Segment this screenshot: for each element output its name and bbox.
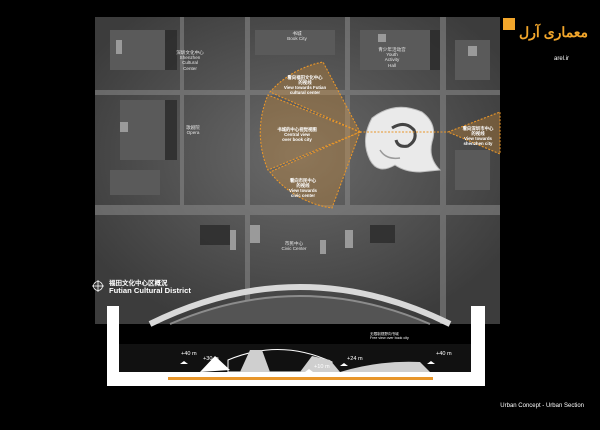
label-youth-hall: 青少年活动宫 Youth Activity Hall bbox=[378, 47, 406, 68]
view-cone-futian bbox=[269, 61, 362, 134]
label-civic-center: 市民中心 Civic Center bbox=[281, 241, 307, 252]
building-shadows bbox=[165, 30, 440, 245]
view-cones bbox=[259, 61, 501, 209]
building-blocks bbox=[110, 30, 490, 195]
section-building-3 bbox=[300, 356, 340, 372]
road-grid bbox=[95, 17, 500, 324]
height-label-30: +30 m bbox=[203, 356, 219, 362]
section-tower-right bbox=[471, 306, 485, 386]
civic-center-inner-arc bbox=[169, 295, 431, 325]
label-opera: 歌剧院 Opera bbox=[186, 125, 200, 136]
label-view-futian: 看向福田文化中心 的视线 View towards Futian cultura… bbox=[283, 75, 327, 95]
logo-text: معماری آرل bbox=[519, 24, 589, 40]
section-building-1 bbox=[200, 356, 230, 372]
logo-url: arel.ir bbox=[554, 56, 570, 62]
section-building-4 bbox=[340, 361, 430, 372]
arel-logo-icon bbox=[502, 14, 588, 72]
civic-center-outer-arc bbox=[148, 284, 452, 327]
district-title-en: Futian Cultural District bbox=[109, 286, 191, 295]
height-markers bbox=[180, 361, 435, 372]
section-accent-strip bbox=[168, 377, 433, 380]
section-building-2 bbox=[240, 350, 270, 372]
label-shenzhen-cultural-center: 深圳文化中心 Shenzhen Cultural Center bbox=[176, 50, 204, 71]
building-highlights bbox=[116, 34, 477, 254]
label-view-civic: 看向市民中心 的视线 View towards civic center bbox=[289, 178, 317, 198]
label-view-central: 书城的中心视觉视图 Central view over book city bbox=[277, 127, 317, 142]
north-arrow-icon bbox=[92, 280, 104, 292]
height-label-24: +24 m bbox=[347, 356, 363, 362]
view-cone-central bbox=[259, 94, 362, 171]
view-cone-civic bbox=[269, 130, 361, 209]
section-note: 无限制视野向书城 Free view over book city bbox=[370, 332, 409, 341]
section-tower-left bbox=[107, 306, 119, 386]
book-city-sculpture bbox=[365, 106, 442, 173]
height-label-10: +10 m bbox=[314, 364, 330, 370]
district-title-cn: 福田文化中心区概況 bbox=[109, 280, 168, 287]
label-book-city: 书城 Book City bbox=[287, 31, 307, 42]
height-label-40-left: +40 m bbox=[181, 351, 197, 357]
urban-section-drawing bbox=[107, 306, 485, 386]
height-label-40-right: +40 m bbox=[436, 351, 452, 357]
label-view-shenzhen: 看向深圳市中心 的视线 View towards shenzhen city bbox=[462, 126, 494, 146]
view-cone-shenzhen bbox=[446, 111, 501, 155]
figure-caption: Urban Concept - Urban Section bbox=[500, 403, 584, 409]
